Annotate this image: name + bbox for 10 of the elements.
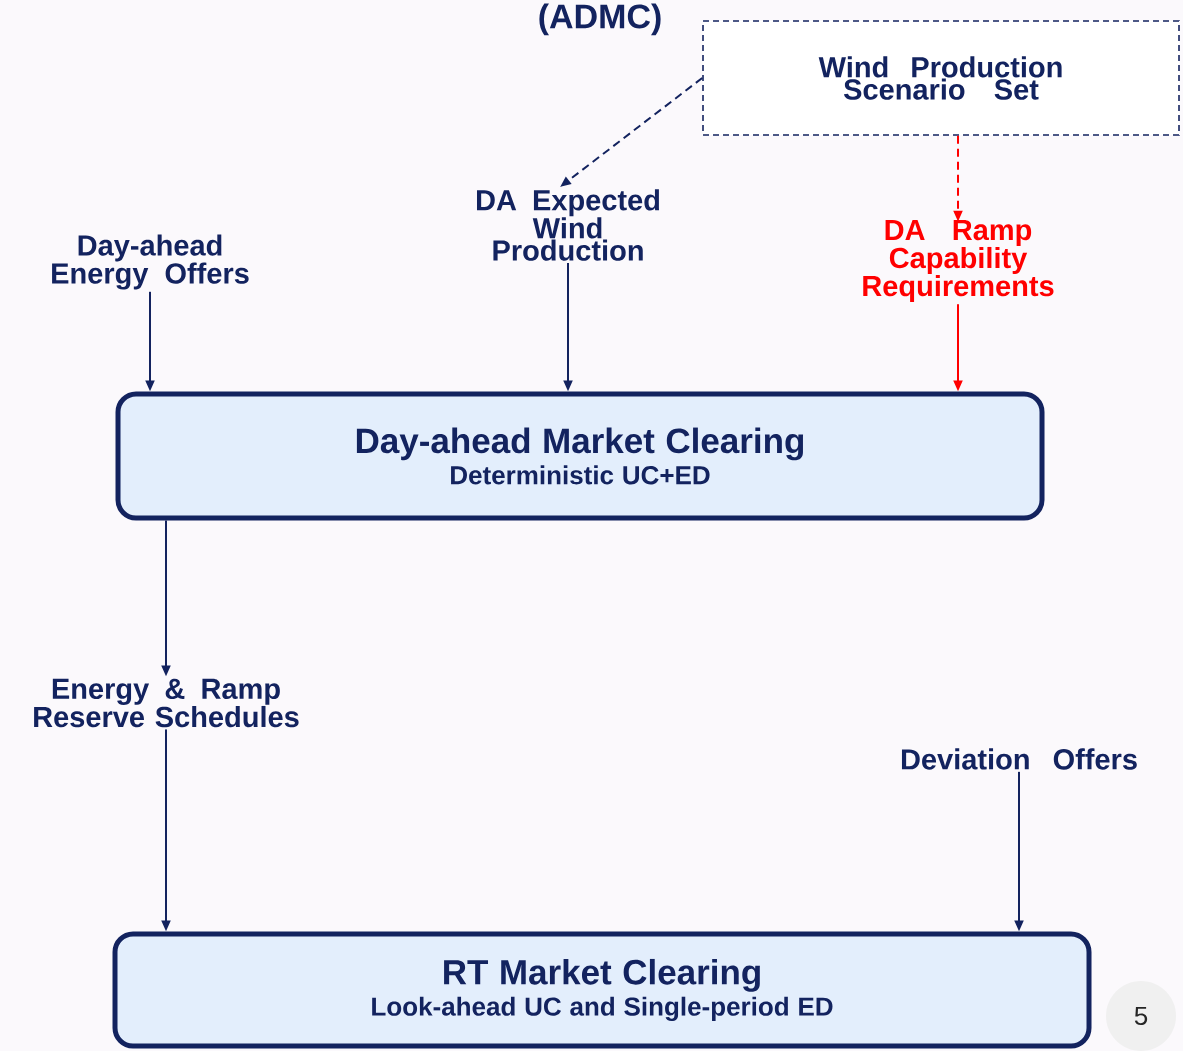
page-number: 5 — [1106, 981, 1176, 1051]
input-label: Energy & Ramp Reserve Schedules — [34, 678, 299, 728]
input-label: DA Expected Wind Production — [477, 189, 660, 261]
input-label: Day-ahead Energy Offers — [52, 234, 249, 290]
heading-fragment: (ADMC) — [539, 3, 661, 36]
input-label: Deviation Offers — [901, 748, 1137, 770]
scenario-box: Wind Production Scenario Set — [702, 20, 1180, 136]
input-label: DA Ramp Capability Requirements — [863, 220, 1054, 302]
market-clearing-box: Day-ahead Market Clearing Deterministic UC+ED — [115, 391, 1045, 521]
market-clearing-box: RT Market Clearing Look-ahead UC and Single-period ED — [112, 931, 1092, 1049]
